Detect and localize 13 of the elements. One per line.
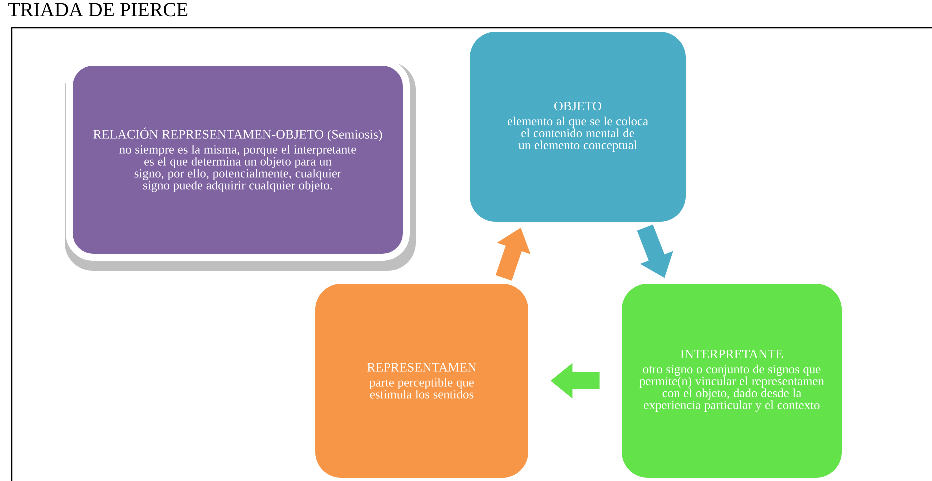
rounded-box [65, 59, 416, 271]
box-heading: RELACIÓN REPRESENTAMEN-OBJETO (Semiosis) [94, 128, 382, 142]
box-heading: REPRESENTAMEN [368, 363, 477, 372]
box-heading: INTERPRETANTE [680, 350, 783, 359]
box-text: parte perceptible que estimula los sentidos [370, 378, 474, 399]
box-text: no siempre es la misma, porque el interpretante es el que determina un objeto para un signo, por ello, potencialmente, cualquier signo puede adquirir cualquier objeto. [120, 145, 356, 192]
rounded-box [622, 284, 842, 478]
box-heading: OBJETO [554, 102, 602, 111]
rounded-box [470, 32, 686, 222]
title: TRIADA DE PIERCE [8, 3, 188, 17]
rounded-box [316, 284, 528, 478]
box-text: otro signo o conjunto de signos que permite(n) vincular el representamen con el objeto, dado desde la experiencia particular y el contexto [640, 364, 824, 412]
box-text: elemento al que se le coloca el contenido mental de un elemento conceptual [508, 116, 648, 152]
